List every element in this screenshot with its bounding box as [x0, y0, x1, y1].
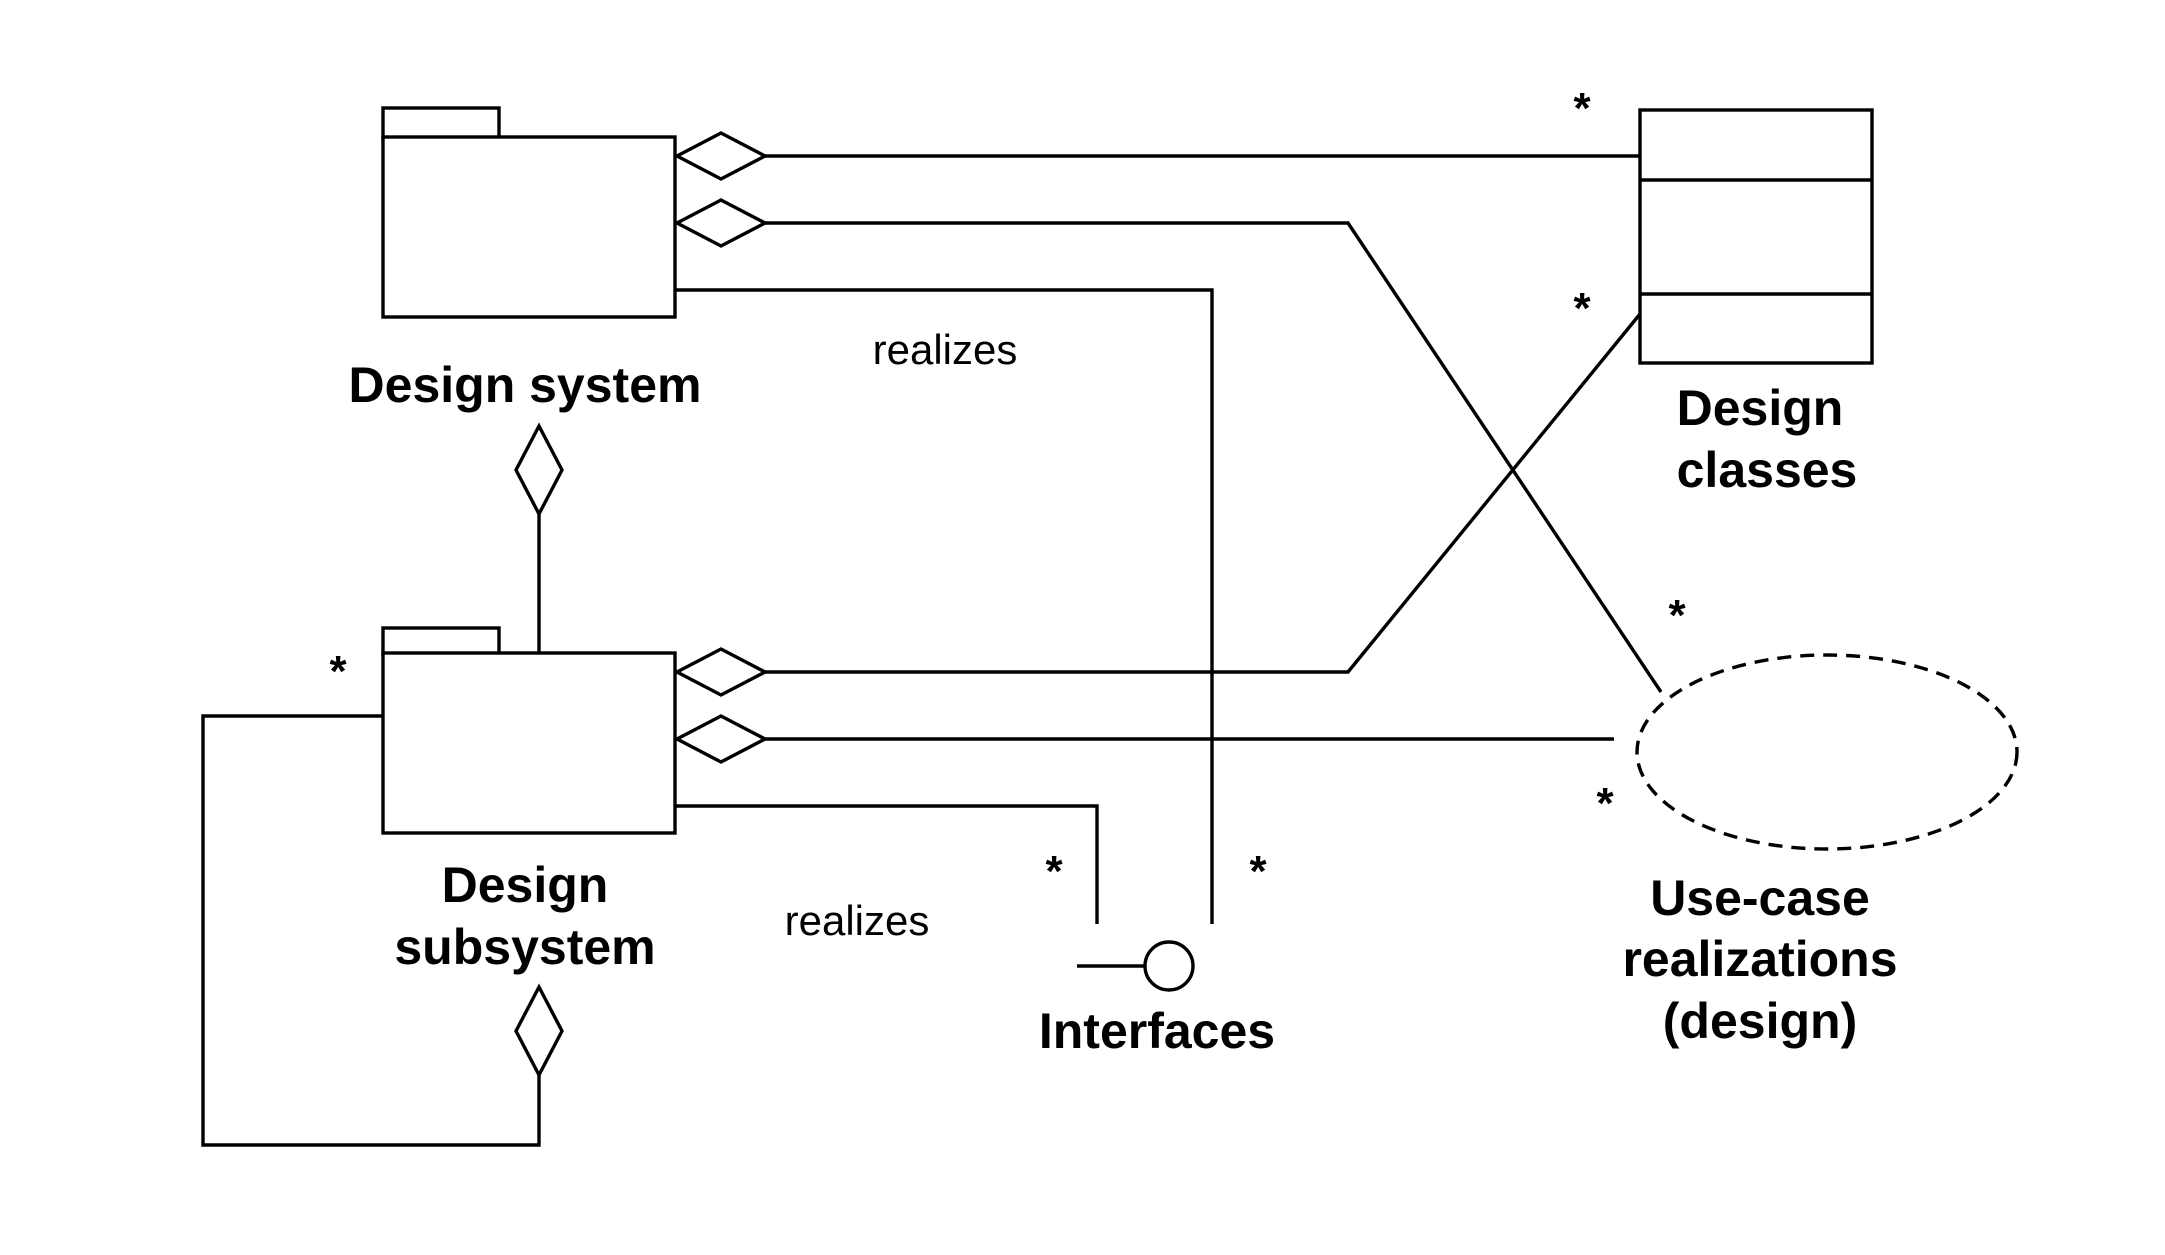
- multiplicity-subsystem-self: *: [329, 647, 347, 696]
- subsystem-interface-realizes-line: [675, 804, 1099, 924]
- use-case-realizations-label-line-3: (design): [1663, 993, 1857, 1049]
- interfaces-label: Interfaces: [1039, 1003, 1275, 1059]
- multiplicity-subsystem-interface: *: [1045, 847, 1063, 896]
- multiplicity-system-usecase: *: [1668, 591, 1686, 640]
- system-usecase-aggregation-line: [765, 221, 1663, 693]
- multiplicity-system-interface: *: [1249, 847, 1267, 896]
- multiplicity-subsystem-usecase: *: [1596, 779, 1614, 828]
- multiplicity-system-classes: *: [1573, 84, 1591, 133]
- subsystem-classes-aggregation-line: [765, 312, 1642, 674]
- use-case-realizations-ellipse[interactable]: [1635, 653, 2019, 851]
- design-classes-label-line-2: classes: [1677, 442, 1858, 498]
- design-classes-label-line-1: Design: [1677, 380, 1844, 436]
- design-subsystem-package[interactable]: [381, 626, 677, 835]
- subsystem-realizes-label: realizes: [785, 897, 930, 944]
- use-case-realizations-label-line-1: Use-case: [1650, 870, 1870, 926]
- design-system-package-body: [381, 135, 677, 319]
- system-realizes-label: realizes: [873, 326, 1018, 373]
- subsystem-self-aggregation-line: [201, 714, 541, 1147]
- design-subsystem-label-line-1: Design: [442, 857, 609, 913]
- system-interface-realizes-line: [675, 288, 1214, 924]
- design-system-label: Design system: [349, 357, 702, 413]
- system-classes-aggregation-diamond: [673, 131, 769, 181]
- design-classes-box[interactable]: [1638, 108, 1874, 365]
- interface-symbol[interactable]: [1077, 940, 1195, 992]
- use-case-realizations-label-line-2: realizations: [1622, 931, 1897, 987]
- design-subsystem-package-tab: [381, 626, 501, 657]
- subsystem-classes-aggregation-diamond: [673, 647, 769, 697]
- multiplicity-subsystem-classes: *: [1573, 284, 1591, 333]
- design-subsystem-label-line-2: subsystem: [394, 919, 655, 975]
- interface-circle-icon: [1143, 940, 1195, 992]
- design-classes-box-outline: [1638, 108, 1874, 365]
- system-subsystem-aggregation-diamond: [514, 422, 564, 518]
- design-system-package[interactable]: [381, 106, 677, 319]
- design-system-package-tab: [381, 106, 501, 141]
- subsystem-usecase-aggregation-diamond: [673, 714, 769, 764]
- system-usecase-aggregation-diamond: [673, 198, 769, 248]
- design-subsystem-package-body: [381, 651, 677, 835]
- subsystem-self-aggregation-diamond: [514, 983, 564, 1079]
